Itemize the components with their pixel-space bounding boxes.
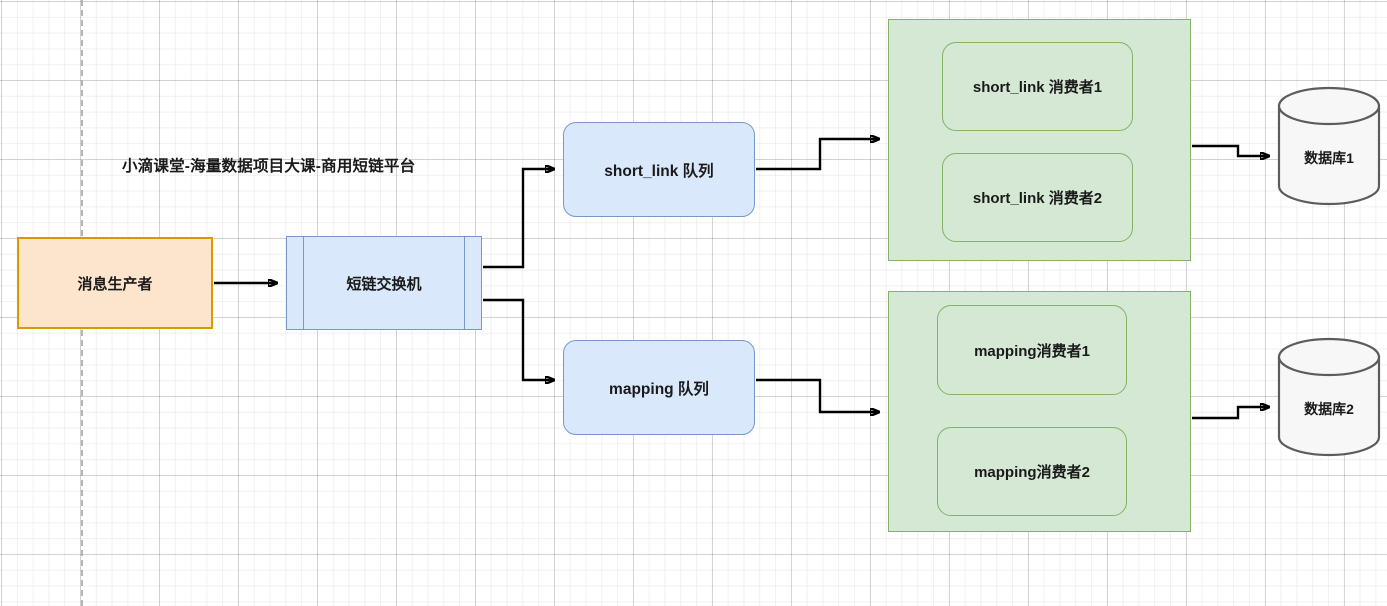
node-short-link-queue[interactable]: short_link 队列 <box>563 122 755 217</box>
node-short-link-consumer-2[interactable]: short_link 消费者2 <box>942 153 1133 242</box>
node-mapping-consumer-2-label: mapping消费者2 <box>974 464 1090 481</box>
exchange-right-divider <box>464 236 465 330</box>
edge-shortlink-queue-to-group <box>756 139 879 171</box>
node-mapping-consumer-2[interactable]: mapping消费者2 <box>937 427 1127 516</box>
exchange-left-divider <box>303 236 304 330</box>
diagram-title: 小滴课堂-海量数据项目大课-商用短链平台 <box>122 158 416 175</box>
node-mapping-consumer-1[interactable]: mapping消费者1 <box>937 305 1127 395</box>
exchange-body: 短链交换机 <box>286 236 482 330</box>
node-mapping-queue-label: mapping 队列 <box>609 380 709 398</box>
edge-exchange-to-shortlink-queue <box>483 169 554 269</box>
node-short-link-consumer-2-label: short_link 消费者2 <box>972 190 1103 207</box>
node-message-producer[interactable]: 消息生产者 <box>17 237 213 329</box>
database-cylinder-icon <box>1277 86 1381 206</box>
group-mapping-consumers[interactable]: mapping消费者1 mapping消费者2 <box>888 291 1191 532</box>
node-short-link-consumer-1[interactable]: short_link 消费者1 <box>942 42 1133 131</box>
node-mapping-queue[interactable]: mapping 队列 <box>563 340 755 435</box>
group-short-link-consumers[interactable]: short_link 消费者1 short_link 消费者2 <box>888 19 1191 261</box>
edge-shortlink-group-to-db1 <box>1192 144 1269 156</box>
node-short-link-consumer-1-label: short_link 消费者1 <box>972 79 1103 96</box>
node-database-2[interactable]: 数据库2 <box>1277 337 1381 457</box>
node-message-producer-label: 消息生产者 <box>77 275 153 293</box>
edge-mapping-group-to-db2 <box>1192 407 1269 420</box>
node-short-link-exchange[interactable]: 短链交换机 <box>286 236 482 330</box>
node-short-link-queue-label: short_link 队列 <box>604 162 714 180</box>
edge-mapping-queue-to-group <box>756 378 879 412</box>
edge-exchange-to-mapping-queue <box>483 298 554 380</box>
node-short-link-exchange-label: 短链交换机 <box>346 275 422 293</box>
node-mapping-consumer-1-label: mapping消费者1 <box>974 342 1090 360</box>
node-database-1[interactable]: 数据库1 <box>1277 86 1381 206</box>
database-cylinder-icon <box>1277 337 1381 457</box>
